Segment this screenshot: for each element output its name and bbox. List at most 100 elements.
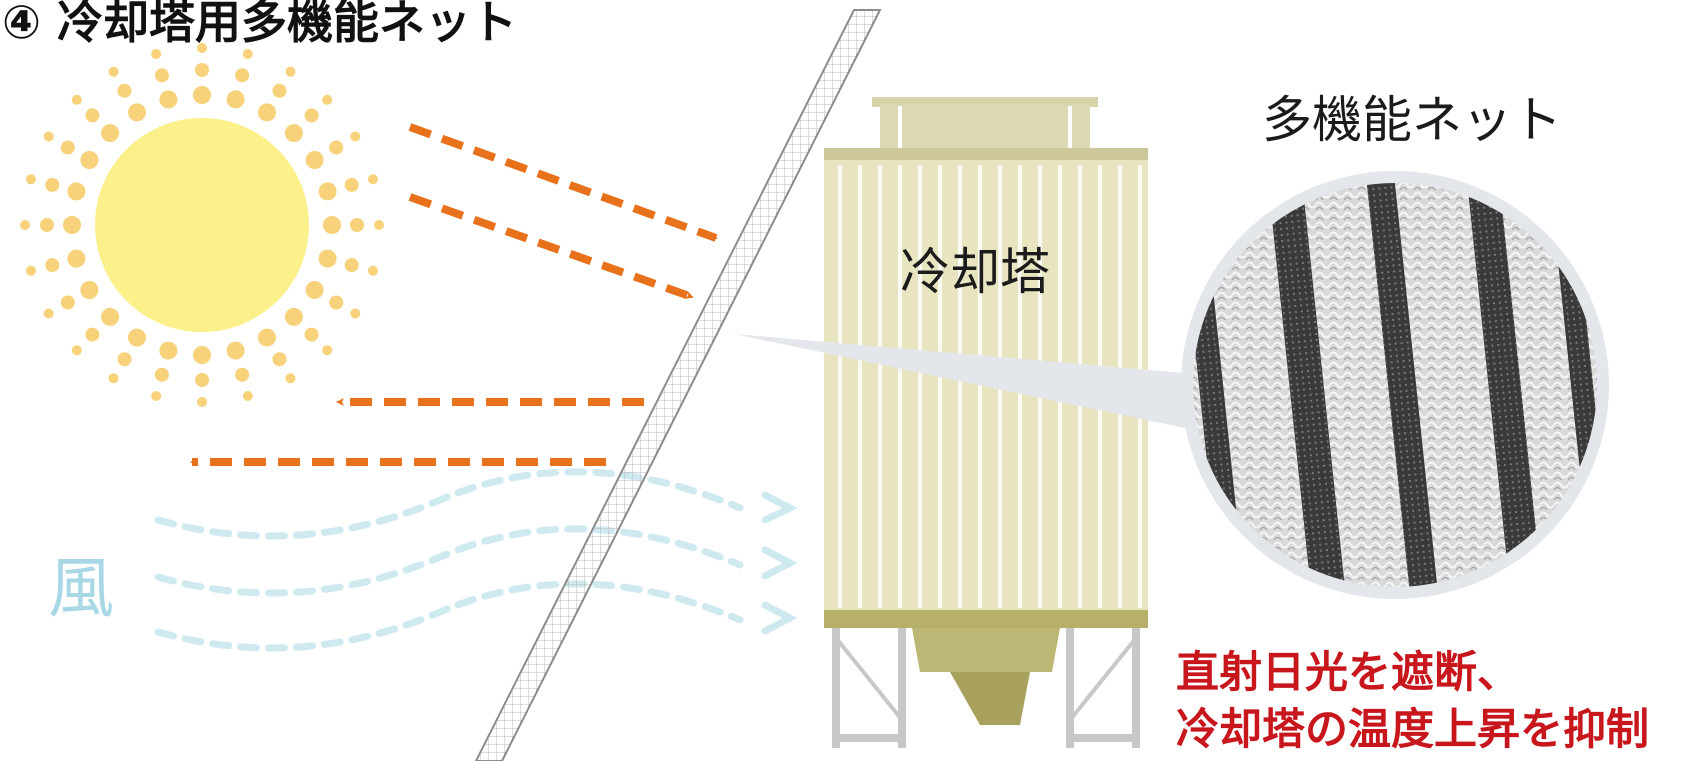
- cooling-tower-icon: [824, 97, 1148, 748]
- tower-outlet: [950, 672, 1030, 725]
- tower-top: [880, 105, 1090, 150]
- sun-ray-dot: [159, 90, 178, 109]
- sun-icon: [20, 43, 384, 407]
- sun-ray-dot: [26, 265, 36, 276]
- sun-ray-dot: [235, 68, 250, 83]
- tower-legs: [832, 628, 1140, 748]
- sun-ray-dot: [322, 94, 333, 105]
- sun-ray-dot: [329, 295, 344, 310]
- incoming-arrow-2: [408, 193, 694, 301]
- sun-ray-dot: [117, 352, 132, 367]
- sun-ray-dot: [350, 218, 364, 232]
- sun-ray-dot: [368, 265, 378, 276]
- sun-ray-dot: [117, 83, 132, 98]
- sun-ray-dot: [350, 131, 361, 142]
- sun-ray-dot: [197, 43, 207, 53]
- sun-ray-dot: [60, 295, 75, 310]
- page-title: ④ 冷却塔用多機能ネット: [2, 0, 517, 49]
- tower-hopper: [912, 628, 1060, 672]
- sun-ray-dot: [85, 108, 100, 123]
- wind-wave-2: [154, 525, 744, 597]
- sun-disc: [95, 118, 309, 332]
- sun-ray-dot: [235, 367, 250, 382]
- sun-ray-dot: [101, 124, 120, 143]
- sun-ray-dot: [242, 391, 253, 401]
- multi-net-label: 多機能ネット: [1262, 91, 1562, 149]
- wind-head-3: [761, 601, 798, 635]
- sun-ray-dot: [350, 308, 361, 319]
- sun-ray-dot: [128, 103, 146, 122]
- sun-ray-dot: [305, 281, 324, 299]
- sun-ray-dot: [43, 308, 54, 319]
- sun-ray-dot: [272, 83, 287, 98]
- sun-ray-dot: [40, 218, 54, 232]
- sun-ray-dot: [284, 124, 303, 143]
- sun-ray-dot: [43, 131, 54, 142]
- reflected-sunlight-arrows: [190, 398, 644, 466]
- sun-ray-dot: [285, 66, 296, 77]
- sun-ray-dot: [80, 281, 99, 299]
- effect-text-line-2: 冷却塔の温度上昇を抑制: [1176, 705, 1649, 755]
- sun-ray-dot: [159, 341, 178, 360]
- sun-ray-dot: [284, 307, 303, 326]
- sun-ray-dot: [318, 249, 337, 268]
- sun-ray-dot: [60, 140, 75, 155]
- sun-ray-dot: [151, 391, 162, 401]
- sun-ray-dot: [195, 373, 209, 387]
- incoming-sunlight-arrows: [408, 123, 718, 301]
- incoming-arrow-1: [408, 123, 718, 242]
- sun-ray-dot: [26, 174, 36, 185]
- sun-ray-dot: [322, 345, 333, 356]
- sun-ray-dot: [258, 328, 276, 347]
- cooling-tower-label: 冷却塔: [900, 243, 1050, 301]
- sun-ray-dot: [108, 66, 119, 77]
- wind-wave-1: [154, 468, 744, 540]
- net-icon: [474, 9, 882, 761]
- sun-ray-dot: [193, 86, 211, 104]
- sun-ray-dot: [344, 177, 359, 192]
- sun-ray-dot: [226, 90, 245, 109]
- sun-ray-dot: [323, 216, 341, 234]
- sun-ray-dot: [329, 140, 344, 155]
- callout-pointer: [734, 334, 1204, 432]
- sun-ray-dot: [304, 108, 319, 123]
- sun-ray-dot: [318, 182, 337, 201]
- sun-ray-dot: [85, 327, 100, 342]
- sun-ray-dot: [258, 103, 276, 122]
- wind-head-2: [761, 546, 798, 580]
- sun-ray-dot: [45, 258, 60, 273]
- sun-ray-dot: [101, 307, 120, 326]
- sun-ray-dot: [193, 346, 211, 364]
- sun-ray-dot: [128, 328, 146, 347]
- sun-ray-dot: [197, 397, 207, 407]
- sun-ray-dot: [226, 341, 245, 360]
- sun-ray-dot: [151, 49, 162, 59]
- sun-ray-dot: [344, 258, 359, 273]
- sun-ray-dot: [71, 94, 82, 105]
- sun-ray-dot: [195, 63, 209, 77]
- wind-head-1: [761, 491, 798, 524]
- tower-cap: [872, 97, 1098, 107]
- sun-ray-dot: [80, 151, 99, 169]
- sun-ray-dot: [368, 174, 378, 185]
- tower-rim: [824, 148, 1148, 162]
- sun-ray-dot: [305, 151, 324, 169]
- sun-ray-dot: [272, 352, 287, 367]
- sun-ray-dot: [154, 68, 169, 83]
- sun-ray-dot: [71, 345, 82, 356]
- tower-base-rim: [824, 610, 1148, 628]
- sun-ray-dot: [285, 373, 296, 384]
- sun-ray-dot: [154, 367, 169, 382]
- wind-wave-3: [154, 580, 744, 652]
- sun-ray-dot: [67, 249, 86, 268]
- sun-ray-dot: [304, 327, 319, 342]
- sun-ray-dot: [374, 220, 384, 230]
- sun-ray-dot: [63, 216, 81, 234]
- effect-text-line-1: 直射日光を遮断、: [1176, 648, 1520, 698]
- sun-ray-dot: [20, 220, 30, 230]
- sun-ray-dot: [67, 182, 86, 201]
- tower-ribs: [838, 106, 1142, 608]
- sun-ray-dot: [45, 177, 60, 192]
- sun-ray-dot: [108, 373, 119, 384]
